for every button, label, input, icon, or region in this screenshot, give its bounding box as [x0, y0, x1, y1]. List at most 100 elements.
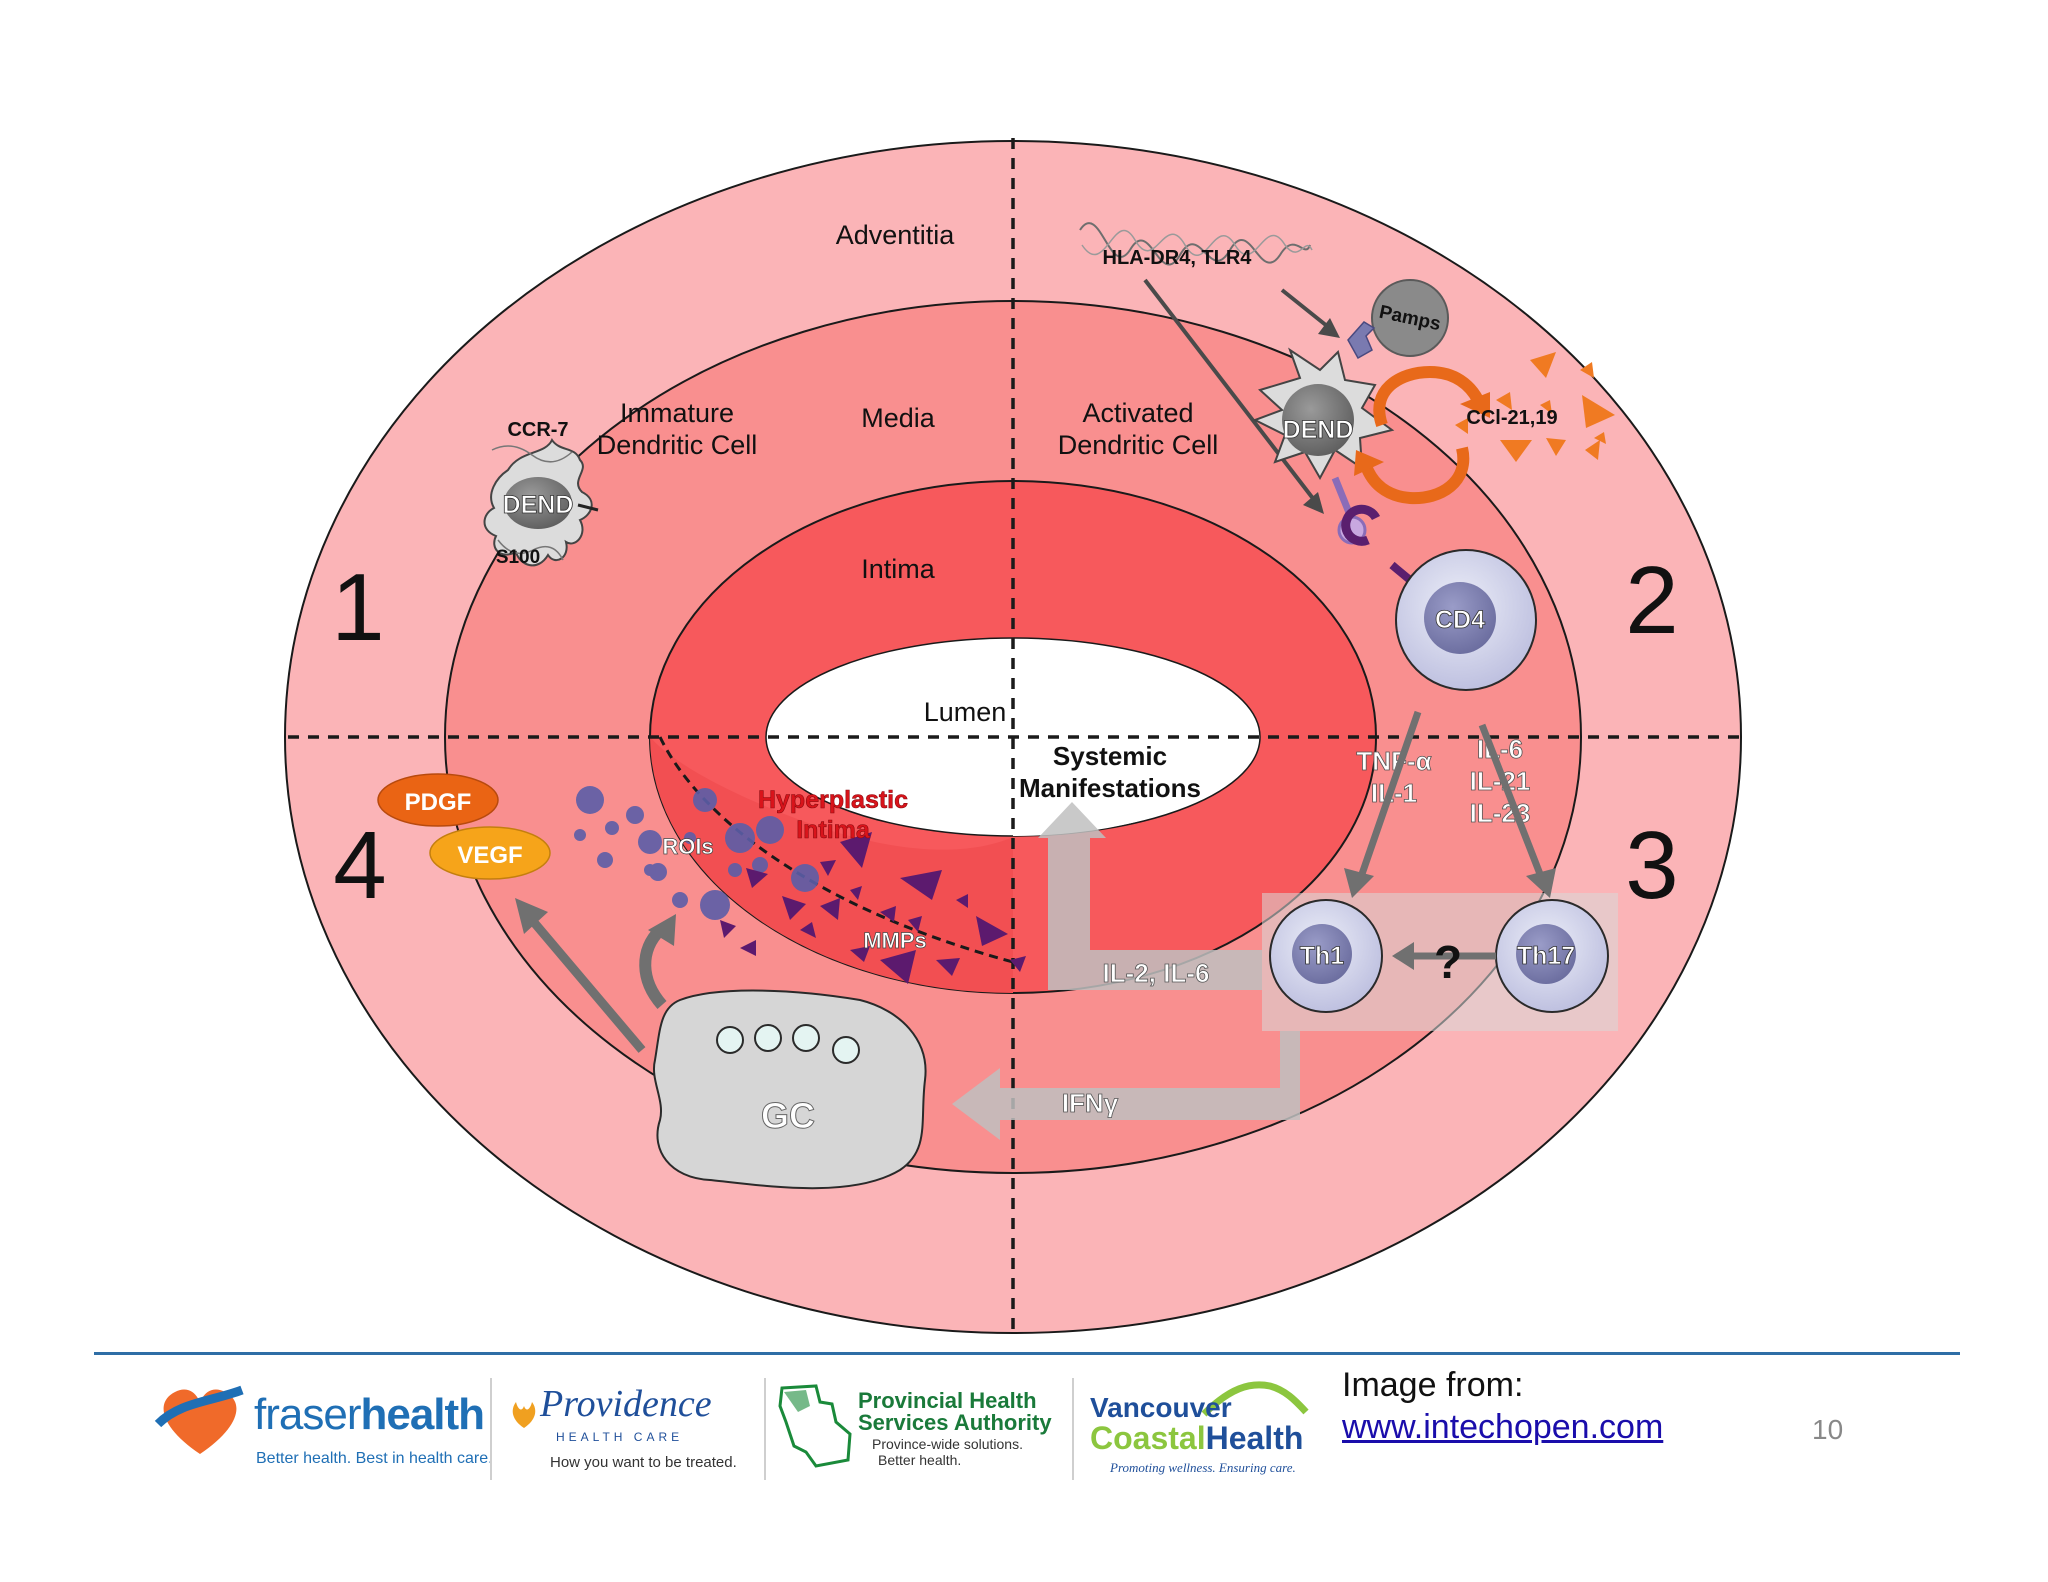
dna-strand-icon	[1079, 222, 1311, 266]
vch-logo: Vancouver CoastalHealth Promoting wellne…	[1090, 1374, 1320, 1480]
page-number: 10	[1812, 1414, 1844, 1445]
vch-coastal: Coastal	[1090, 1420, 1206, 1456]
phsa-logo: Provincial Health Services Authority Pro…	[776, 1378, 1066, 1478]
arrowhead-dna-mhc	[1303, 492, 1324, 514]
vegf-badge	[429, 826, 551, 880]
vch-mountain-icon	[1201, 1381, 1309, 1417]
th1-label: Th1	[1300, 942, 1345, 970]
chemokine-particles	[1455, 352, 1615, 462]
fraser-wordmark-light: fraser	[254, 1390, 361, 1439]
vegf-label: VEGF	[457, 842, 522, 869]
il2-il6-label: IL-2, IL-6	[1103, 958, 1210, 988]
providence-flame-icon	[512, 1402, 536, 1428]
roi-particles	[574, 786, 819, 920]
arrowhead-dna-receptor	[1318, 318, 1340, 338]
quadrant-number-3: 3	[1625, 812, 1678, 919]
chemokine-loop-arrow-bottom	[1360, 446, 1470, 505]
hyperplastic-label-line2: Intima	[796, 816, 871, 844]
arrow-dna-to-receptor	[1280, 288, 1334, 332]
pamps-particle	[1371, 279, 1449, 357]
ifng-label: IFNγ	[1062, 1088, 1119, 1118]
cd4-nucleus	[1424, 582, 1496, 654]
logo-separator-3	[1072, 1378, 1074, 1480]
vch-line1: Vancouver	[1090, 1392, 1232, 1423]
activated-dendritic-cell	[1252, 347, 1395, 481]
loop-arrowhead-bottom	[1354, 450, 1384, 476]
fraser-heart-icon	[154, 1385, 244, 1454]
arrowhead-th1	[1344, 868, 1374, 898]
vasculitis-diagram: Adventitia Media Intima Lumen 1 2 3 4 CC…	[284, 138, 1742, 1334]
chemokine-loop-arrow-top	[1373, 365, 1484, 427]
image-credit-link[interactable]: www.intechopen.com	[1342, 1408, 1664, 1446]
gc-nuclei	[716, 1024, 860, 1064]
systemic-label-line2: Manifestations	[1019, 773, 1201, 803]
ifng-arrow	[952, 1031, 1300, 1140]
image-credit-label: Image from:	[1342, 1366, 1524, 1404]
fraser-health-logo: fraserhealth Better health. Best in heal…	[150, 1378, 493, 1478]
arrowhead-th17	[1526, 868, 1556, 898]
fraser-wordmark-bold: health	[360, 1390, 485, 1439]
cd4-label: CD4	[1435, 606, 1485, 634]
il21-label: IL-21	[1470, 766, 1531, 796]
providence-logo: Providence HEALTH CARE How you want to b…	[500, 1374, 756, 1480]
activated-label-line1: Activated	[1082, 398, 1193, 428]
arrowhead-th17-th1	[1392, 942, 1414, 970]
ccl-label: CCl-21,19	[1466, 407, 1557, 429]
dna-strand-secondary	[1081, 229, 1313, 257]
providence-sub: HEALTH CARE	[556, 1430, 684, 1444]
phsa-tag2: Better health.	[878, 1452, 962, 1468]
s100-label: S100	[496, 547, 540, 568]
bc-map-icon	[778, 1384, 852, 1468]
logo-separator-1	[490, 1378, 492, 1480]
lumen-label: Lumen	[924, 697, 1007, 727]
th17-nucleus	[1516, 924, 1576, 984]
intima-label: Intima	[861, 554, 936, 584]
quadrant-number-2: 2	[1625, 547, 1678, 654]
phsa-line1: Provincial Health	[858, 1388, 1037, 1413]
rois-label: ROIs	[662, 834, 713, 859]
phsa-tag1: Province-wide solutions.	[872, 1436, 1023, 1452]
arrow-dna-to-mhc	[1143, 278, 1320, 507]
quadrant-number-1: 1	[331, 554, 384, 661]
footer-divider	[94, 1352, 1960, 1355]
il23-label: IL-23	[1470, 798, 1531, 828]
arrow-cd4-to-th17	[1478, 723, 1544, 876]
providence-tagline: How you want to be treated.	[550, 1454, 737, 1471]
arrow-gc-to-rois	[639, 925, 667, 1009]
immature-dendritic-cell	[483, 437, 599, 567]
providence-name: Providence	[540, 1383, 712, 1425]
pdgf-label: PDGF	[405, 789, 472, 816]
arrowhead-rois	[648, 914, 676, 946]
hyperplastic-boundary	[658, 736, 1014, 964]
phsa-line2: Services Authority	[858, 1410, 1052, 1435]
arrow-cd4-to-th1	[1358, 710, 1422, 876]
th1-nucleus	[1292, 924, 1352, 984]
quadrant-number-4: 4	[333, 812, 386, 919]
fraser-tagline: Better health. Best in health care.	[256, 1450, 493, 1467]
loop-arrowhead-top	[1460, 392, 1490, 418]
ccr7-label: CCR-7	[507, 419, 568, 441]
question-mark: ?	[1434, 936, 1462, 988]
hla-label: HLA-DR4, TLR4	[1103, 247, 1253, 269]
activated-label-line2: Dendritic Cell	[1058, 430, 1219, 460]
hyperplastic-label-line1: Hyperplastic	[758, 786, 908, 814]
pdgf-badge	[377, 773, 499, 827]
mmps-label: MMPs	[863, 928, 927, 953]
giant-cell	[653, 989, 927, 1190]
dend-label-immature: DEND	[503, 491, 574, 519]
dend-label-activated: DEND	[1283, 416, 1354, 444]
arrowhead-vegf	[515, 898, 548, 934]
media-label: Media	[861, 403, 936, 433]
vch-tagline: Promoting wellness. Ensuring care.	[1110, 1460, 1296, 1475]
systemic-arrow	[1038, 802, 1262, 990]
logo-separator-2	[764, 1378, 766, 1480]
vch-health: Health	[1205, 1420, 1304, 1456]
adventitia-label: Adventitia	[836, 220, 956, 250]
systemic-label-line1: Systemic	[1053, 741, 1167, 771]
arrow-gc-to-vegf	[528, 917, 646, 1053]
immature-label-line1: Immature	[620, 398, 734, 428]
th17-label: Th17	[1517, 942, 1575, 970]
tlr-receptor-icon	[1347, 321, 1376, 360]
immature-label-line2: Dendritic Cell	[597, 430, 758, 460]
gc-label: GC	[761, 1095, 815, 1136]
